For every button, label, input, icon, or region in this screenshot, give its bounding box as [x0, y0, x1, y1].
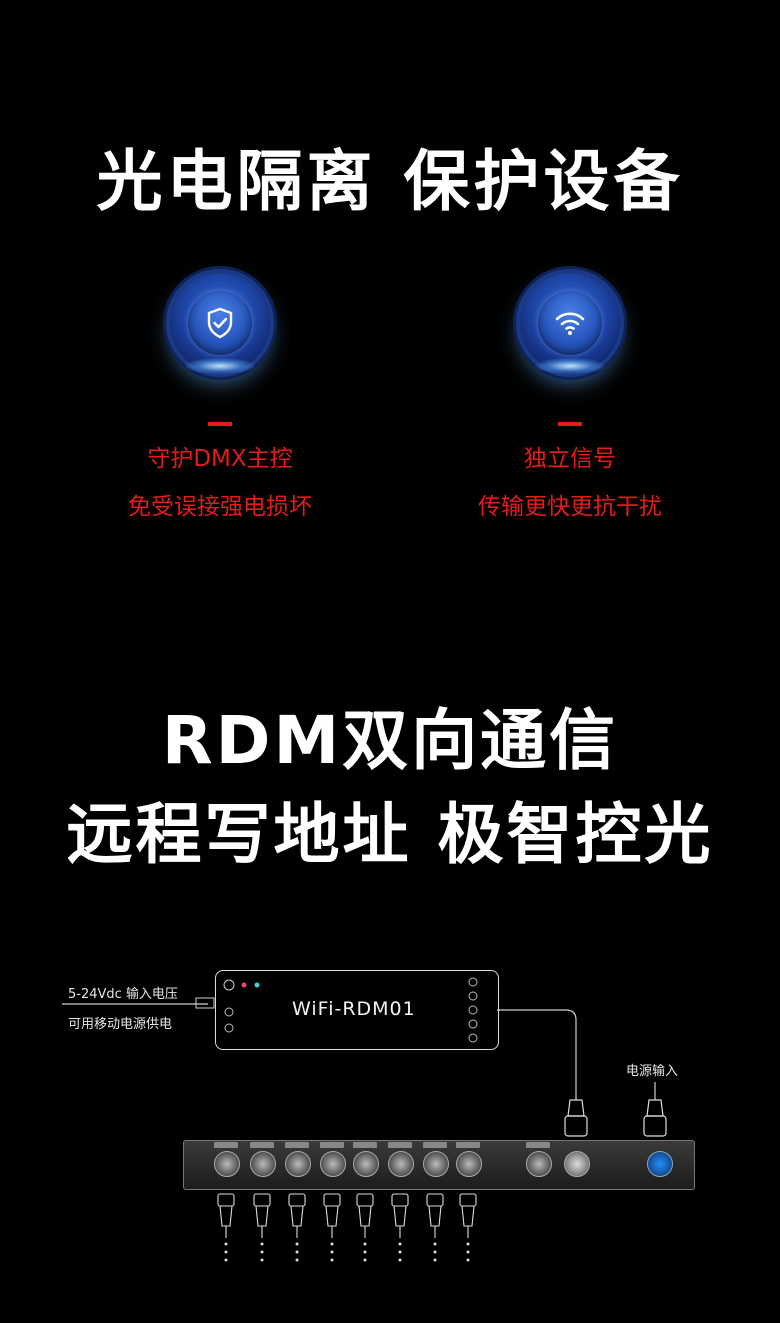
- xlr-output-port: [214, 1151, 240, 1177]
- feature-signal: 独立信号 传输更快更抗干扰: [440, 268, 700, 530]
- power-bank-label: 可用移动电源供电: [68, 1017, 173, 1032]
- xlr-output-port: [526, 1151, 552, 1177]
- xlr-output-port: [285, 1151, 311, 1177]
- feature-line-1: 守护DMX主控: [147, 446, 293, 472]
- xlr-output-port: [423, 1151, 449, 1177]
- feature-line-2: 传输更快更抗干扰: [478, 494, 662, 520]
- xlr-output-port: [353, 1151, 379, 1177]
- feature-protection: 守护DMX主控 免受误接强电损坏: [90, 268, 350, 530]
- power-voltage-label: 5-24Vdc 输入电压: [68, 987, 178, 1002]
- powercon-input-port: [647, 1151, 673, 1177]
- feature-line-1: 独立信号: [524, 446, 616, 472]
- wifi-button: [515, 268, 625, 378]
- feature-line-2: 免受误接强电损坏: [128, 494, 312, 520]
- red-dash-divider: [208, 422, 232, 426]
- xlr-output-port: [456, 1151, 482, 1177]
- wifi-rdm-controller: [215, 970, 499, 1050]
- shield-check-icon: [207, 307, 233, 339]
- rdm-title-line-1: RDM双向通信: [161, 702, 619, 779]
- xlr-output-port: [320, 1151, 346, 1177]
- controller-model-label: WiFi-RDM01: [292, 998, 416, 1020]
- xlr-output-port: [388, 1151, 414, 1177]
- mains-input-label: 电源输入: [626, 1064, 679, 1079]
- section-title-rdm: RDM双向通信 远程写地址 极智控光: [0, 694, 780, 882]
- section-title-isolation: 光电隔离 保护设备: [96, 143, 684, 220]
- shield-button: [165, 268, 275, 378]
- dmx-splitter-rack: [183, 1140, 695, 1190]
- red-dash-divider: [558, 422, 582, 426]
- xlr-output-port: [250, 1151, 276, 1177]
- xlr-input-port: [564, 1151, 590, 1177]
- wifi-icon: [555, 312, 585, 335]
- rdm-title-line-2: 远程写地址 极智控光: [66, 796, 714, 873]
